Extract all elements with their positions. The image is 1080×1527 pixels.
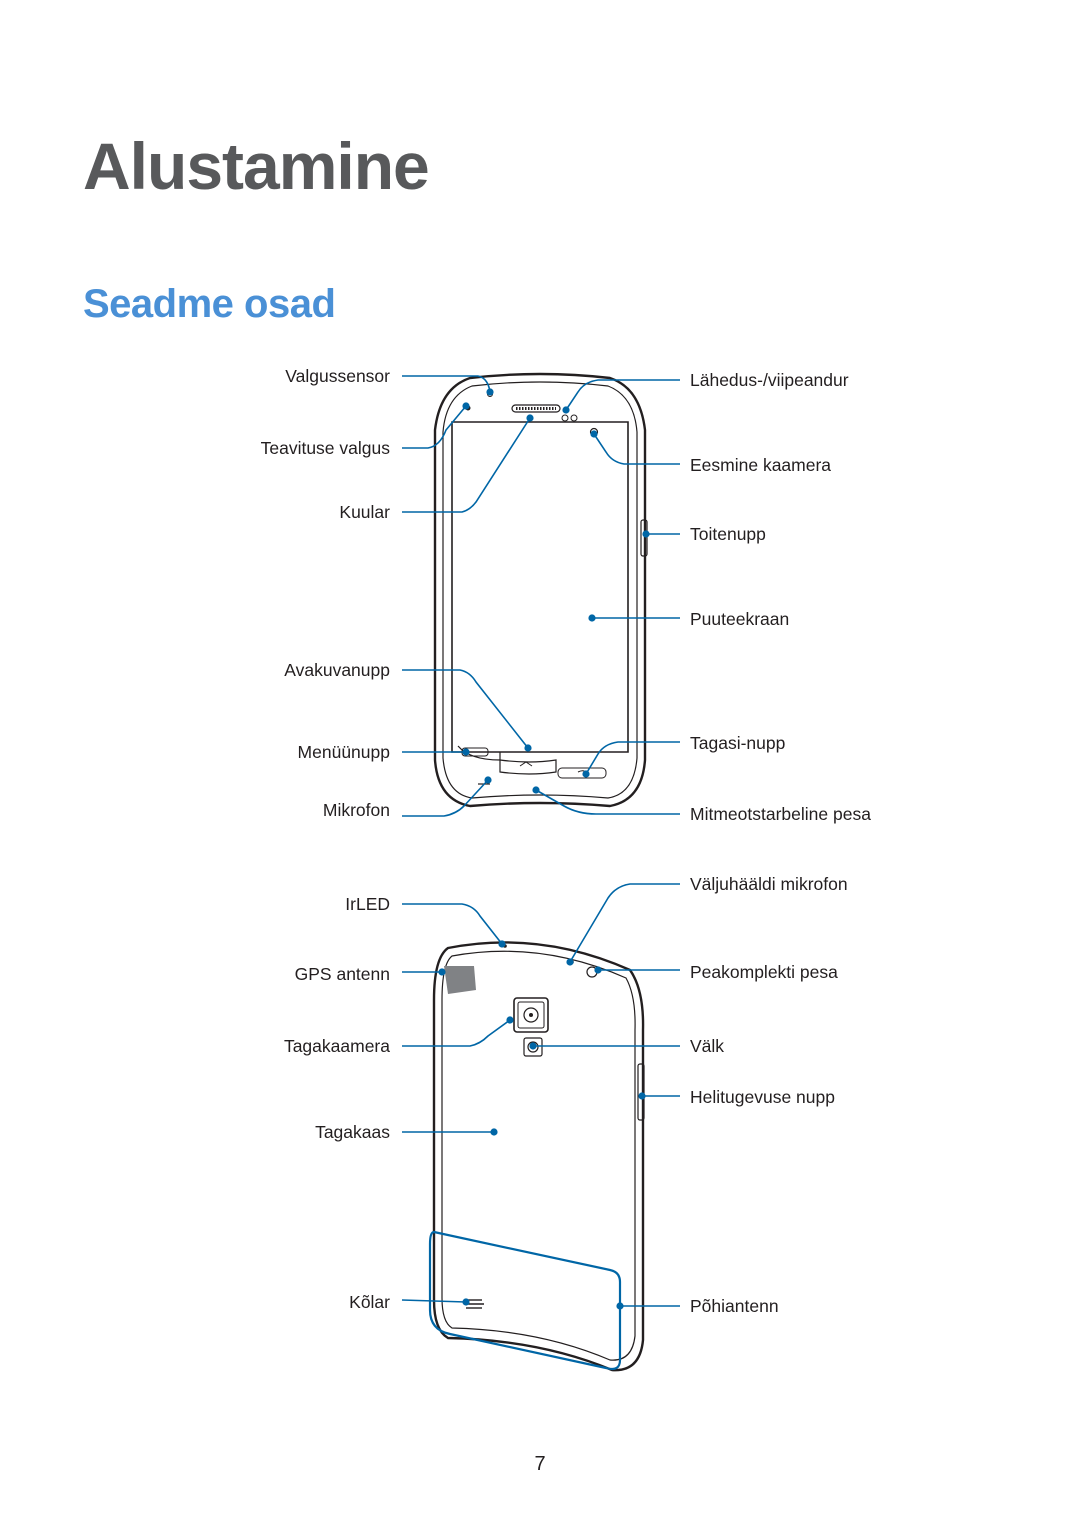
label-home-button: Avakuvanupp: [284, 660, 390, 680]
main-antenna-outline: [428, 1230, 622, 1371]
chapter-title: Alustamine: [83, 129, 430, 203]
label-gps-antenna: GPS antenn: [294, 964, 390, 984]
section-title: Seadme osad: [83, 282, 336, 326]
label-notification-light: Teavituse valgus: [260, 438, 390, 458]
label-volume-button: Helitugevuse nupp: [690, 1087, 835, 1107]
label-rear-camera: Tagakaamera: [283, 1036, 390, 1056]
leader-dots: [438, 388, 650, 1310]
label-microphone: Mikrofon: [322, 800, 390, 820]
leader-lines: [401, 375, 680, 1307]
label-light-sensor: Valgussensor: [285, 366, 390, 386]
label-menu-button: Menüünupp: [297, 742, 390, 762]
page-number: 7: [534, 1453, 546, 1475]
label-multipurpose-jack: Mitmeotstarbeline pesa: [690, 804, 871, 824]
label-irled: IrLED: [345, 894, 390, 914]
label-noise-mic: Väljuhääldi mikrofon: [690, 874, 848, 894]
label-power-button: Toitenupp: [690, 524, 766, 544]
label-touchscreen: Puuteekraan: [690, 609, 790, 629]
label-back-cover: Tagakaas: [315, 1122, 390, 1142]
label-speaker: Kõlar: [349, 1292, 390, 1312]
phone-back-illustration: [432, 941, 645, 1372]
label-flash: Välk: [690, 1036, 725, 1056]
phone-front-illustration: [433, 372, 648, 808]
label-headset-jack: Peakomplekti pesa: [690, 962, 838, 982]
label-earpiece: Kuular: [339, 502, 390, 522]
label-back-button: Tagasi-nupp: [690, 733, 786, 753]
label-proximity-sensor: Lähedus-/viipeandur: [690, 370, 849, 390]
label-main-antenna: Põhiantenn: [690, 1296, 779, 1316]
label-front-camera: Eesmine kaamera: [690, 455, 832, 475]
